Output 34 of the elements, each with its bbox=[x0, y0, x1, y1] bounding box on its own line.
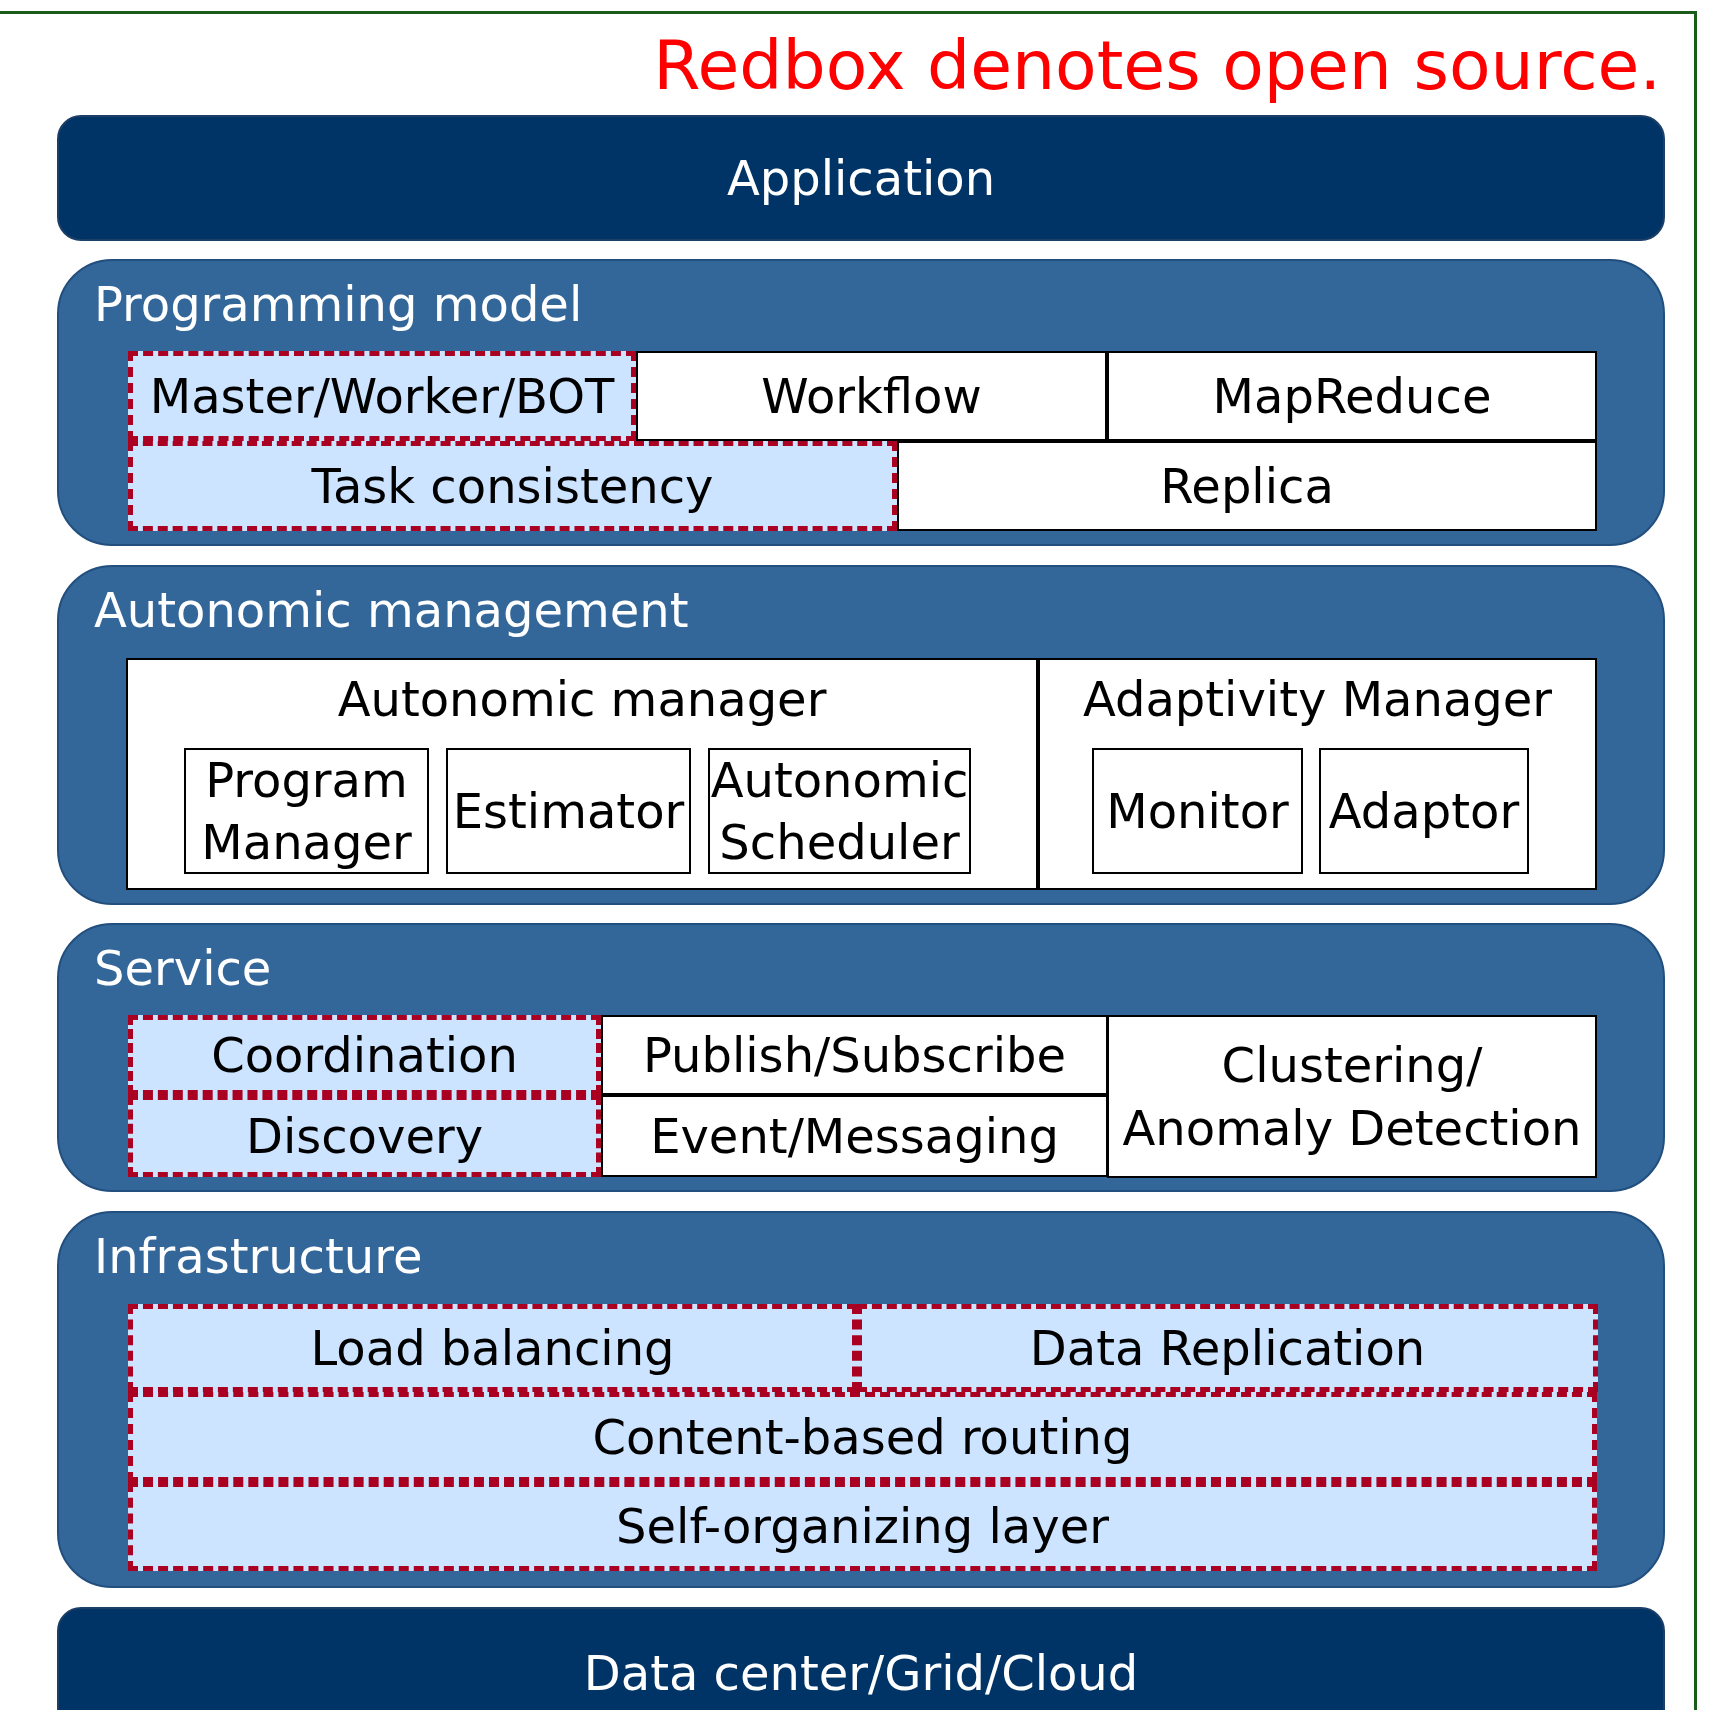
layer-heading: Autonomic management bbox=[94, 582, 689, 638]
component-box: Autonomic Scheduler bbox=[708, 748, 971, 874]
open-source-box: Self-organizing layer bbox=[128, 1482, 1597, 1571]
open-source-box: Coordination bbox=[128, 1015, 601, 1095]
module-box bbox=[1038, 658, 1597, 890]
open-source-box: Load balancing bbox=[128, 1304, 857, 1392]
open-source-box: Task consistency bbox=[128, 441, 897, 531]
component-box: Monitor bbox=[1092, 748, 1303, 874]
open-source-box: Content-based routing bbox=[128, 1392, 1597, 1482]
module-heading: Autonomic manager bbox=[336, 671, 828, 727]
layer-heading: Infrastructure bbox=[94, 1228, 423, 1284]
module-box bbox=[126, 658, 1038, 890]
component-box: Adaptor bbox=[1319, 748, 1529, 874]
layer-panel bbox=[57, 923, 1665, 1192]
open-source-box: Discovery bbox=[128, 1095, 601, 1177]
layer-heading: Programming model bbox=[94, 276, 583, 332]
layer-panel bbox=[57, 259, 1665, 546]
component-box: Event/Messaging bbox=[601, 1095, 1108, 1177]
component-box: Clustering/ Anomaly Detection bbox=[1107, 1015, 1597, 1178]
layer-panel bbox=[57, 565, 1665, 905]
component-box: Program Manager bbox=[184, 748, 429, 874]
layer-heading: Service bbox=[94, 940, 272, 996]
component-box: MapReduce bbox=[1107, 351, 1597, 441]
module-heading: Adaptivity Manager bbox=[1081, 671, 1554, 727]
layer-bar: Application bbox=[57, 115, 1665, 241]
open-source-box: Master/Worker/BOT bbox=[128, 351, 636, 441]
component-box: Replica bbox=[897, 441, 1597, 531]
layer-panel bbox=[57, 1211, 1665, 1588]
component-box: Workflow bbox=[636, 351, 1107, 441]
note-text: Redbox denotes open source. bbox=[653, 26, 1661, 105]
component-box: Estimator bbox=[446, 748, 691, 874]
open-source-box: Data Replication bbox=[857, 1304, 1598, 1392]
component-box: Publish/Subscribe bbox=[601, 1015, 1108, 1095]
layer-bar: Data center/Grid/Cloud bbox=[57, 1607, 1665, 1710]
